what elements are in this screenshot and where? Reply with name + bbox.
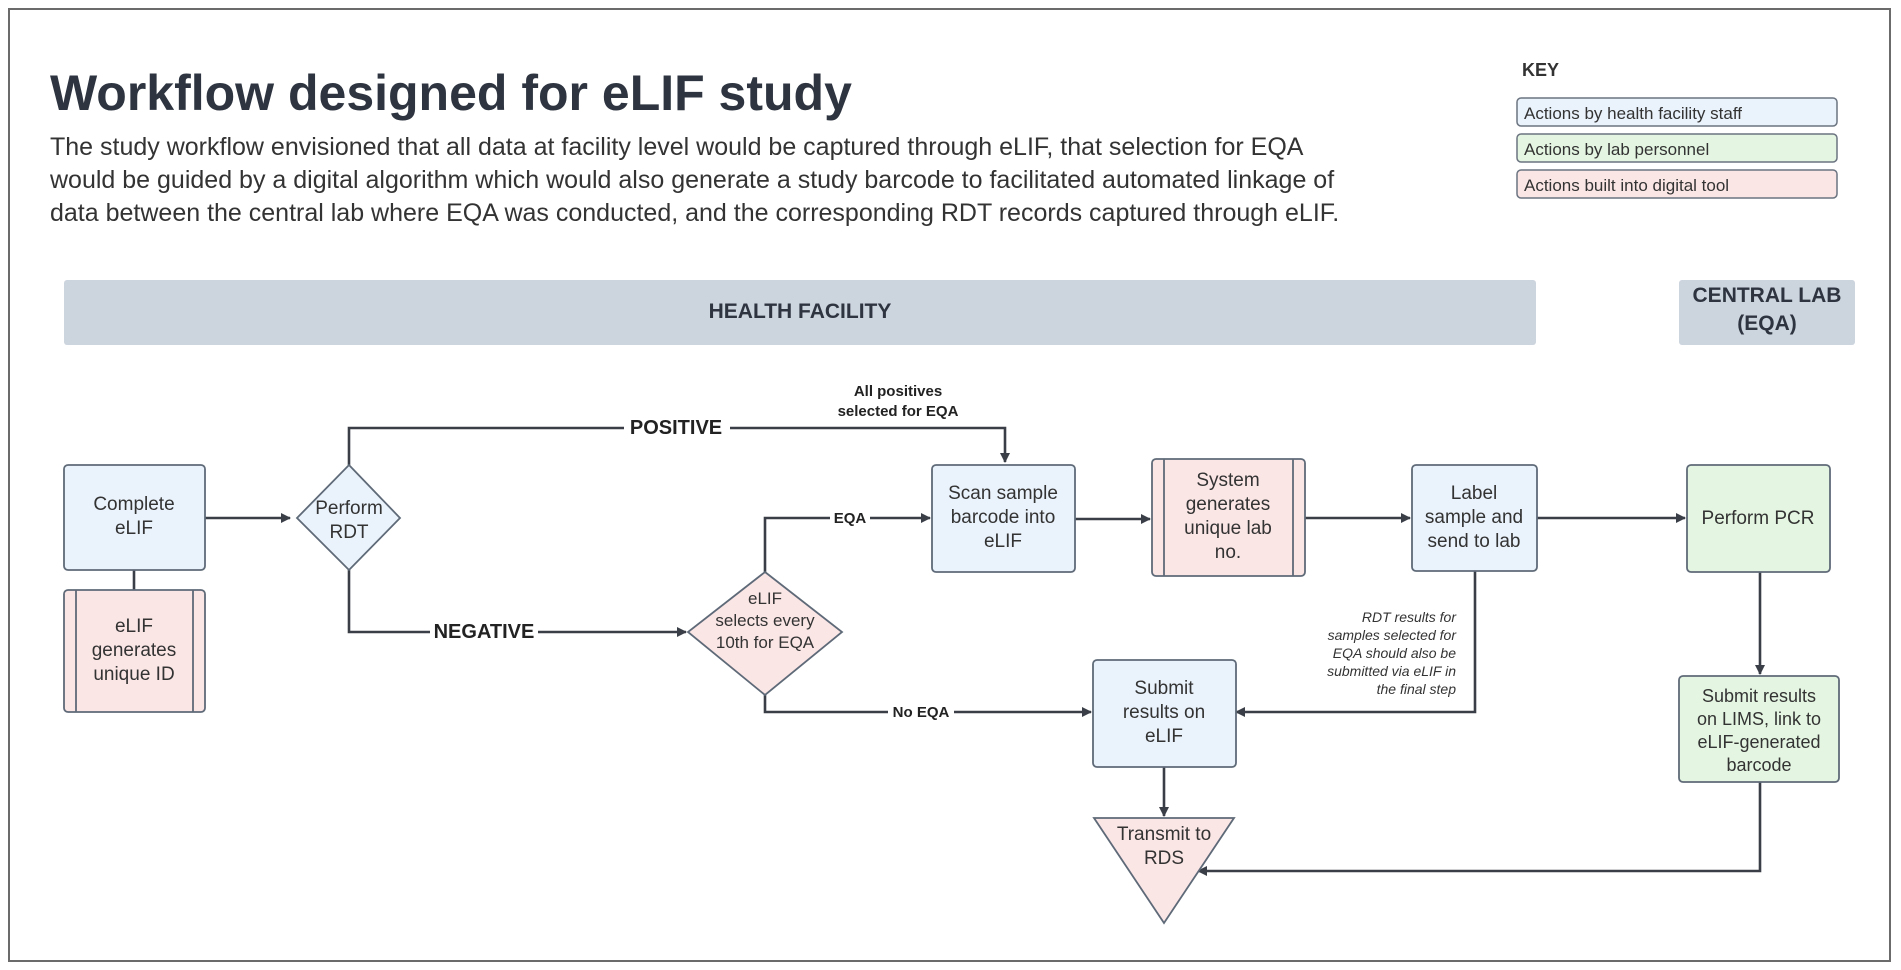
node-transmit-line-1: Transmit to <box>1117 824 1211 845</box>
node-submit-lims-line-1: Submit results <box>1702 686 1816 706</box>
node-submit-elif-line-1: Submit <box>1134 678 1194 699</box>
node-generates-id: eLIF generates unique ID <box>63 589 206 713</box>
edge-lims-to-transmit <box>1197 782 1762 876</box>
node-generates-id-line-3: unique ID <box>93 664 174 685</box>
diagram-frame <box>8 8 1891 962</box>
node-system-line-4: no. <box>1215 542 1241 563</box>
description-line-2: would be guided by a digital algorithm w… <box>49 166 1334 194</box>
edge-label-positive: POSITIVE <box>630 417 722 439</box>
edge-label-all-positives-2: selected for EQA <box>838 403 959 420</box>
edge-label-negative: NEGATIVE <box>434 621 535 643</box>
description-line-1: The study workflow envisioned that all d… <box>50 133 1304 161</box>
node-scan-sample: Scan sample barcode into eLIF <box>931 464 1076 573</box>
edge-no-eqa <box>763 695 1092 717</box>
node-submit-results-elif: Submit results on eLIF <box>1092 659 1237 768</box>
node-submit-elif-line-3: eLIF <box>1145 726 1183 747</box>
node-perform-pcr-line-1: Perform PCR <box>1702 508 1815 529</box>
node-selects-line-2: selects every <box>715 611 815 630</box>
edge-negative <box>347 570 687 637</box>
node-system-line-1: System <box>1196 470 1259 491</box>
node-selects-line-3: 10th for EQA <box>716 633 815 652</box>
node-label-sample-line-3: send to lab <box>1428 531 1521 552</box>
key-label-lab: Actions by lab personnel <box>1524 140 1709 159</box>
page-title: Workflow designed for eLIF study <box>50 65 852 121</box>
node-submit-results-lims: Submit results on LIMS, link to eLIF-gen… <box>1678 675 1840 783</box>
key-label-digital: Actions built into digital tool <box>1524 176 1729 195</box>
lane-central-lab <box>1679 280 1855 345</box>
key-swatch-lab <box>1516 133 1838 163</box>
node-selects-every-10th: eLIF selects every 10th for EQA <box>686 570 844 697</box>
description-line-3: data between the central lab where EQA w… <box>50 199 1339 227</box>
node-system-line-2: generates <box>1186 494 1271 515</box>
edge-label-all-positives-1: All positives <box>854 383 942 400</box>
node-scan-sample-line-3: eLIF <box>984 531 1022 552</box>
node-label-sample-line-1: Label <box>1451 483 1498 504</box>
key-title: KEY <box>1522 60 1559 80</box>
key-label-facility: Actions by health facility staff <box>1524 104 1742 123</box>
node-submit-lims-line-2: on LIMS, link to <box>1697 709 1821 729</box>
node-submit-lims-line-4: barcode <box>1726 755 1791 775</box>
note-rdt-results-1: RDT results for <box>1362 609 1457 625</box>
lane-label-health-facility: HEALTH FACILITY <box>709 300 892 323</box>
node-perform-rdt: Perform RDT <box>295 463 402 572</box>
edge-label-no-eqa: No EQA <box>893 704 950 721</box>
node-generates-id-line-1: eLIF <box>115 616 153 637</box>
key-swatch-facility <box>1516 97 1838 127</box>
node-transmit-rds: Transmit to RDS <box>1092 817 1236 925</box>
node-system-generates: System generates unique lab no. <box>1151 458 1306 577</box>
node-complete-elif: Complete eLIF <box>63 464 206 571</box>
node-label-sample: Label sample and send to lab <box>1411 464 1538 572</box>
node-system-line-3: unique lab <box>1184 518 1272 539</box>
node-label-sample-line-2: sample and <box>1425 507 1523 528</box>
node-complete-elif-line-1: Complete <box>93 494 174 515</box>
node-transmit-line-2: RDS <box>1144 848 1184 869</box>
node-perform-pcr: Perform PCR <box>1686 464 1831 573</box>
lane-label-central-lab-1: CENTRAL LAB <box>1693 284 1842 307</box>
node-complete-elif-line-2: eLIF <box>115 518 153 539</box>
node-submit-lims-line-3: eLIF-generated <box>1697 732 1820 752</box>
node-scan-sample-line-1: Scan sample <box>948 483 1058 504</box>
node-generates-id-line-2: generates <box>92 640 177 661</box>
node-submit-elif-line-2: results on <box>1123 702 1205 723</box>
lane-health-facility <box>64 280 1536 345</box>
node-perform-rdt-line-1: Perform <box>315 498 383 519</box>
note-rdt-results-2: samples selected for <box>1328 627 1458 643</box>
node-scan-sample-line-2: barcode into <box>951 507 1056 528</box>
node-selects-line-1: eLIF <box>748 589 782 608</box>
key-swatch-digital <box>1516 169 1838 199</box>
edge-label-to-submit <box>1235 571 1477 717</box>
edge-eqa <box>763 513 931 572</box>
node-perform-rdt-line-2: RDT <box>329 522 368 543</box>
note-rdt-results-3: EQA should also be <box>1333 645 1456 661</box>
note-rdt-results-4: submitted via eLIF in <box>1327 663 1456 679</box>
edge-label-eqa: EQA <box>834 510 867 527</box>
lane-label-central-lab-2: (EQA) <box>1737 312 1797 335</box>
note-rdt-results-5: the final step <box>1377 681 1457 697</box>
